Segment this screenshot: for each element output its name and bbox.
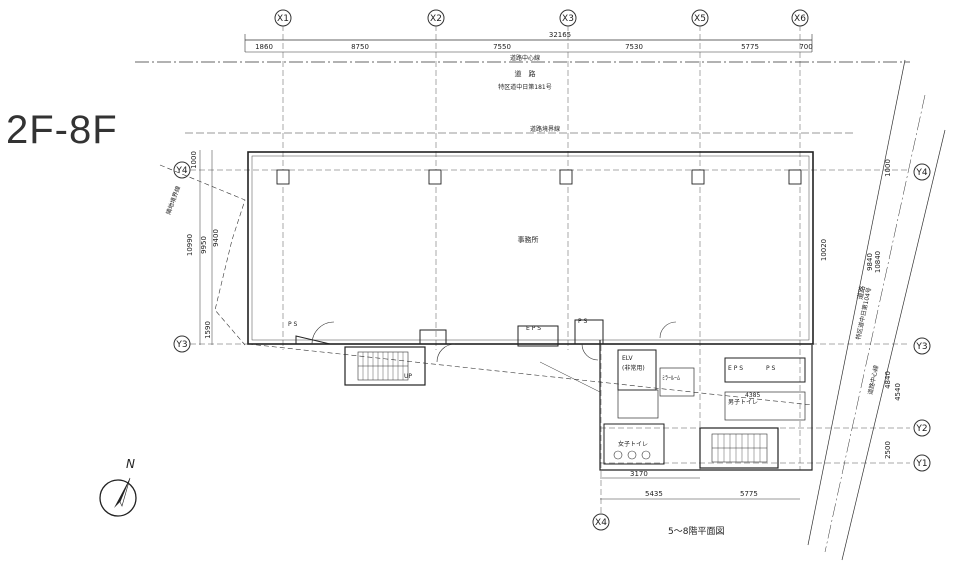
dim-span-6: 700: [799, 43, 812, 51]
svg-text:Y1: Y1: [915, 459, 927, 469]
axis-y4-left-bubble: Y4: [173, 161, 191, 179]
dim-bottom-3: 5775: [740, 490, 758, 498]
compass-icon: N: [99, 457, 137, 517]
axis-y4-right-bubble: Y4: [913, 163, 931, 181]
svg-text:4540: 4540: [894, 383, 902, 401]
axis-y2-right-bubble: Y2: [913, 419, 931, 437]
ps-right: P S: [766, 365, 776, 372]
svg-text:Y3: Y3: [915, 342, 927, 352]
dim-left-3: 9950: [200, 236, 208, 254]
svg-text:1000: 1000: [884, 159, 892, 177]
axis-x5-bubble: X5: [691, 9, 709, 27]
axis-x3-label: X3: [562, 14, 574, 24]
dim-total: 32165: [549, 31, 571, 39]
office-label: 事務所: [518, 235, 539, 244]
columns: [276, 169, 802, 185]
axis-x1-label: X1: [277, 14, 289, 24]
axis-x2-bubble: X2: [427, 9, 445, 27]
toilet-w-label: 女子トイレ: [618, 440, 648, 448]
dim-left-1: 1000: [190, 151, 198, 169]
door-swings: [311, 321, 677, 363]
road-label-top: 道 路: [515, 69, 536, 78]
road-center-label-right: 道路中心線: [866, 364, 880, 395]
svg-text:(非常用): (非常用): [622, 364, 645, 372]
dim-left-2: 10990: [186, 234, 194, 256]
svg-text:10020: 10020: [820, 239, 828, 261]
svg-text:4840: 4840: [884, 371, 892, 389]
mirror-room: ﾐﾗｰﾙｰﾑ: [662, 375, 680, 382]
svg-text:Y2: Y2: [915, 424, 927, 434]
office-outline: [247, 151, 814, 345]
elv-label: ELV: [622, 355, 633, 362]
dim-bottom-4: 4385: [745, 392, 760, 399]
axis-y3-left-bubble: Y3: [173, 335, 191, 353]
dim-span-4: 7530: [625, 43, 643, 51]
road-center-line-right: [824, 94, 926, 553]
svg-text:隣地境界線: 隣地境界線: [164, 185, 182, 216]
eps-middle: E P S: [526, 325, 541, 332]
boundary-line-lower: [247, 343, 813, 406]
dim-bottom-2: 5435: [645, 490, 663, 498]
axis-x5-label: X5: [694, 14, 706, 24]
axis-y1-right-bubble: Y1: [913, 454, 931, 472]
eps-right: E P S: [728, 365, 743, 372]
dim-span-1: 1860: [255, 43, 273, 51]
axis-x4-label: X4: [595, 518, 607, 528]
dim-left-4: 9400: [212, 229, 220, 247]
road-edge-right-1: [807, 59, 906, 546]
road-boundary-label: 道路境界線: [530, 125, 560, 133]
stair-left: UP: [344, 346, 426, 386]
road-name-top: 特区道中日第181号: [498, 83, 551, 91]
toilet-m-label: 男子トイレ: [728, 399, 758, 406]
svg-text:Y3: Y3: [175, 340, 187, 350]
dim-bottom-1: 3170: [630, 470, 648, 478]
axis-x6-bubble: X6: [791, 9, 809, 27]
svg-text:Y4: Y4: [915, 168, 927, 178]
svg-text:10840: 10840: [874, 251, 882, 273]
core-outline: [599, 340, 813, 471]
road-center-label-top: 道路中心線: [510, 54, 540, 62]
axis-x4-bubble: X4: [592, 513, 610, 531]
axis-x2-label: X2: [430, 14, 442, 24]
dim-span-5: 5775: [741, 43, 759, 51]
axis-x3-bubble: X3: [559, 9, 577, 27]
ps-left: P S: [288, 321, 298, 328]
dim-left-5: 1590: [204, 321, 212, 339]
road-label-right: 道路: [855, 285, 867, 301]
floor-label: 2F-8F: [6, 108, 118, 152]
north-compass: N: [96, 456, 146, 524]
axis-x1-bubble: X1: [274, 9, 292, 27]
stair-right: [699, 427, 779, 469]
dim-span-2: 8750: [351, 43, 369, 51]
ps-middle: P S: [578, 318, 588, 325]
svg-text:Y4: Y4: [175, 166, 187, 176]
svg-text:2500: 2500: [884, 441, 892, 459]
road-edge-right-2: [841, 129, 946, 561]
plan-title: 5～8階平面図: [668, 527, 725, 537]
dim-span-3: 7550: [493, 43, 511, 51]
axis-x6-label: X6: [794, 14, 806, 24]
svg-text:UP: UP: [404, 373, 412, 380]
axis-y3-right-bubble: Y3: [913, 337, 931, 355]
compass-north-label: N: [126, 457, 135, 471]
svg-text:9840: 9840: [866, 253, 874, 271]
